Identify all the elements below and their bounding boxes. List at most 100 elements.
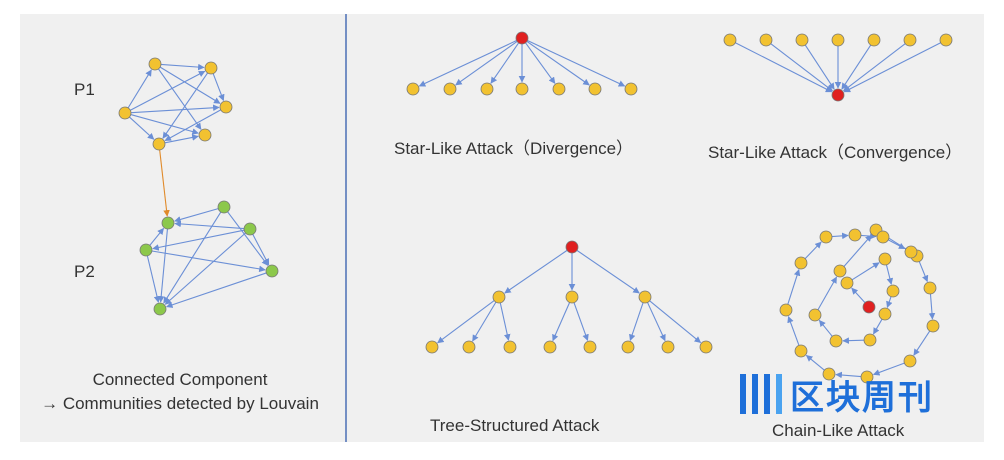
edge-chain-15	[805, 355, 825, 371]
edge-p2-6	[151, 250, 266, 273]
node-chain-14	[860, 370, 874, 384]
edge-p2-8	[227, 211, 269, 266]
node-chain-17	[779, 303, 793, 317]
edge-star-div-5	[526, 40, 590, 86]
caption-chain-like: Chain-Like Attack	[772, 421, 905, 440]
edge-chain-13	[872, 362, 905, 376]
edge-tree-2-6	[647, 302, 666, 342]
node-p2-1	[217, 200, 231, 214]
edge-chain-18	[804, 241, 822, 260]
edge-chain-4	[873, 318, 883, 335]
edge-chain-20	[860, 232, 877, 240]
edge-star-conv-2	[804, 44, 835, 90]
node-p1-5	[198, 128, 212, 142]
node-star-div-center	[515, 31, 529, 45]
edge-p2-1	[174, 220, 245, 230]
edge-star-div-0	[418, 40, 517, 87]
node-chain-18	[794, 256, 808, 270]
node-chain-6	[829, 334, 843, 348]
node-chain-13	[903, 354, 917, 368]
node-chain-11	[923, 281, 937, 295]
edge-p2-2	[149, 227, 165, 246]
edge-tree-0-0	[437, 300, 495, 344]
node-chain-20	[848, 228, 862, 242]
edge-chain-21	[888, 239, 906, 250]
node-p1-2	[118, 106, 132, 120]
edge-tree-0-1	[472, 301, 497, 342]
edge-tree-root-2	[576, 249, 640, 294]
edge-chain-7	[817, 276, 838, 311]
edge-tree-root-0	[504, 249, 568, 294]
edge-chain-17	[787, 269, 801, 305]
watermark-logo-icon	[740, 374, 782, 414]
edge-tree-0-2	[499, 302, 511, 341]
node-tree-mid-2	[638, 290, 652, 304]
node-p2-3	[139, 243, 153, 257]
node-p1-0	[148, 57, 162, 71]
edge-chain-10	[918, 261, 929, 283]
node-tree-mid-0	[492, 290, 506, 304]
nodes-layer	[118, 31, 953, 384]
node-chain-16	[794, 344, 808, 358]
edge-p2-11	[252, 234, 270, 266]
edge-star-conv-4	[841, 44, 872, 90]
edge-p1-6	[129, 116, 155, 140]
community-label-p1: P1	[74, 80, 95, 99]
edge-chain-1	[851, 262, 880, 281]
node-star-div-0	[406, 82, 420, 96]
node-tree-leaf-7	[699, 340, 713, 354]
edge-chain-2	[885, 264, 894, 285]
node-star-conv-0	[723, 33, 737, 47]
edge-tree-1-4	[573, 302, 589, 342]
node-star-conv-1	[759, 33, 773, 47]
edge-p1-4	[212, 73, 225, 102]
edge-p2-10	[146, 255, 161, 303]
node-star-div-6	[624, 82, 638, 96]
edge-chain-16	[787, 315, 800, 346]
edge-chain-0	[851, 287, 866, 303]
node-tree-leaf-3	[543, 340, 557, 354]
node-star-div-4	[552, 82, 566, 96]
edge-p1-2	[130, 70, 206, 111]
node-star-div-1	[443, 82, 457, 96]
edge-p2-9	[166, 272, 267, 308]
edge-chain-14	[835, 371, 862, 379]
edges-layer	[127, 40, 941, 379]
node-p1-1	[204, 61, 218, 75]
node-tree-leaf-1	[462, 340, 476, 354]
edge-p2-7	[157, 228, 168, 303]
watermark-logo	[738, 372, 784, 416]
node-p2-4	[265, 264, 279, 278]
caption-connected-component: Connected Component	[92, 370, 268, 389]
edge-p1-9	[162, 72, 209, 139]
edge-p2-0	[174, 208, 219, 223]
node-chain-21	[876, 230, 890, 244]
node-p1-3	[219, 100, 233, 114]
edge-star-div-6	[527, 40, 626, 87]
node-star-conv-center	[831, 88, 845, 102]
node-chain-1	[840, 276, 854, 290]
node-chain-start	[862, 300, 876, 314]
node-tree-leaf-0	[425, 340, 439, 354]
edge-chain-19	[831, 232, 849, 240]
edge-p1-7	[130, 114, 199, 135]
node-tree-mid-1	[565, 290, 579, 304]
node-tree-leaf-4	[583, 340, 597, 354]
node-tree-leaf-6	[661, 340, 675, 354]
edge-p1-3	[159, 66, 221, 104]
node-chain-19	[819, 230, 833, 244]
node-star-div-2	[480, 82, 494, 96]
edge-star-div-1	[455, 41, 518, 86]
edge-p1-10	[164, 109, 222, 142]
edge-tree-2-7	[649, 300, 702, 343]
node-chain-7	[808, 308, 822, 322]
node-chain-22	[904, 245, 918, 259]
edge-star-conv-5	[843, 43, 906, 92]
edge-p1-11	[164, 134, 199, 144]
edge-chain-3	[886, 296, 893, 309]
node-chain-3	[886, 284, 900, 298]
node-chain-12	[926, 319, 940, 333]
edge-tree-1-3	[552, 302, 571, 342]
edge-p1-1	[127, 69, 152, 109]
edge-tree-2-5	[629, 302, 644, 341]
